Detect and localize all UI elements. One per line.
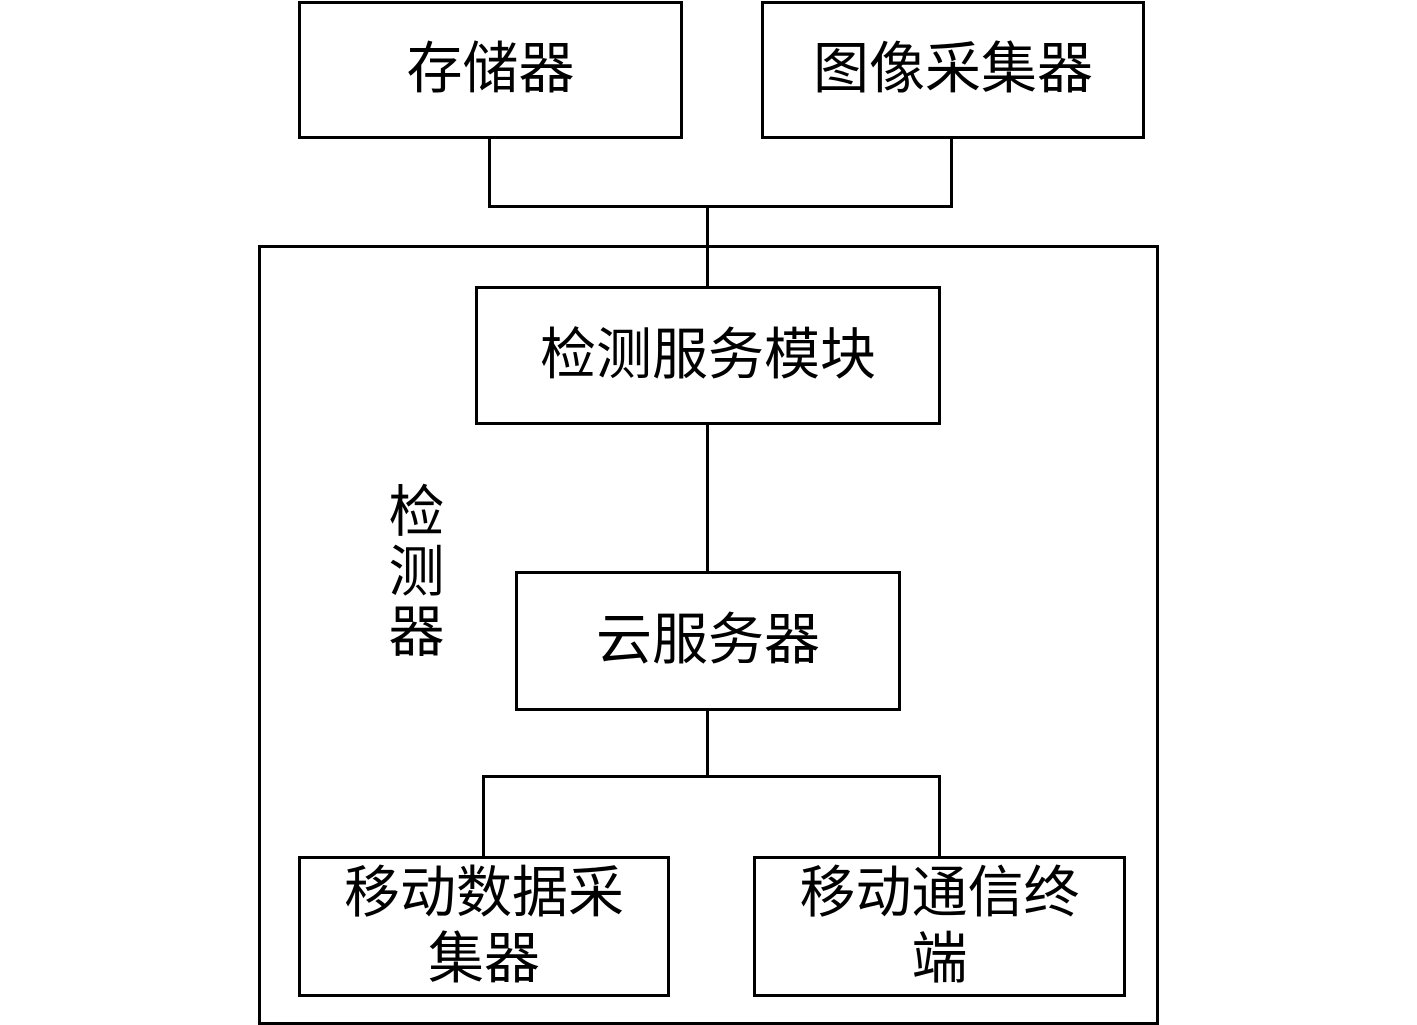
connector-to-mobile-data-collector: [482, 775, 485, 859]
detector-group-label: 检测器: [379, 482, 444, 662]
connector-cloud-down: [706, 708, 709, 778]
connector-service-module-to-cloud: [706, 422, 709, 574]
image-collector-label: 图像采集器: [813, 37, 1093, 102]
detection-service-module-block: 检测服务模块: [475, 286, 941, 425]
connector-bottom-bus: [482, 775, 941, 778]
connector-top-bus: [488, 205, 953, 208]
detection-service-module-label: 检测服务模块: [540, 322, 876, 388]
memory-label: 存储器: [406, 37, 575, 102]
connector-memory-down: [488, 136, 491, 208]
mobile-data-collector-label: 移动数据采 集器: [344, 860, 624, 992]
cloud-server-label: 云服务器: [596, 608, 820, 673]
image-collector-block: 图像采集器: [761, 1, 1145, 139]
cloud-server-block: 云服务器: [515, 571, 901, 711]
connector-image-collector-down: [950, 136, 953, 208]
connector-bus-to-service-module: [706, 205, 709, 289]
connector-to-mobile-comm-terminal: [938, 775, 941, 859]
mobile-comm-terminal-block: 移动通信终 端: [753, 856, 1126, 997]
mobile-data-collector-block: 移动数据采 集器: [298, 856, 670, 997]
mobile-comm-terminal-label: 移动通信终 端: [799, 860, 1080, 992]
memory-block: 存储器: [298, 1, 683, 139]
